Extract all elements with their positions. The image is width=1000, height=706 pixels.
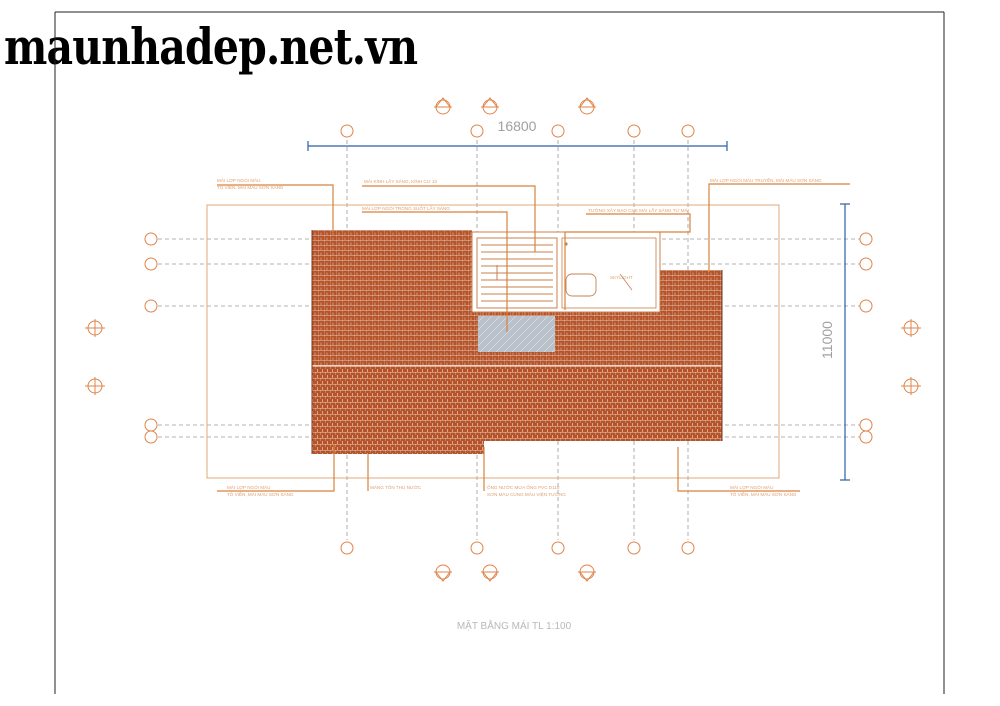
note-top-left-1: MÁI LỢP NGÓI MÀU xyxy=(217,177,260,183)
note-bottom-left-1: MÁI LỢP NGÓI MÀU xyxy=(227,484,270,490)
note-downpipe-1: ỐNG NƯỚC MƯA ỐNG PVC D110 xyxy=(487,484,560,490)
sheet-frame xyxy=(54,11,945,694)
section-markers xyxy=(85,97,921,582)
dimension-vertical: 11000 xyxy=(819,203,850,481)
note-bottom-right-2: TÔ VIỀN, MÀI MÀU SƠN SÁNG xyxy=(730,491,797,497)
building-outline xyxy=(206,204,780,479)
note-top-left-2: TÔ VIỀN, MÀI MÀU SƠN SÁNG xyxy=(217,184,284,190)
dimension-horizontal: 16800 xyxy=(307,118,728,151)
grid-bubbles xyxy=(144,124,873,555)
note-bottom-right-1: MÁI LỢP NGÓI MÀU xyxy=(730,484,773,490)
roof-tiles xyxy=(311,230,723,454)
light-well: SKYLIGHT xyxy=(471,231,661,313)
leader-lines xyxy=(217,183,850,492)
skylight-label: SKYLIGHT xyxy=(610,275,633,280)
note-gutter: MÁNG TÔN THU NƯỚC xyxy=(370,484,422,490)
dimension-height-label: 11000 xyxy=(819,321,835,359)
skylight-glass xyxy=(478,316,555,352)
note-enclosure-wall: TƯỜNG XÂY BAO CHE MÁI LẤY SÁNG TỪ MÁI xyxy=(588,207,689,213)
drawing-title: MẶT BẰNG MÁI TL 1:100 xyxy=(457,619,572,632)
note-top-right: MÁI LỢP NGÓI MÀU TRUYỀN, MÀI MÀU SƠN SÁN… xyxy=(710,177,822,183)
note-bottom-left-2: TÔ VIỀN, MÀI MÀU SƠN SÁNG xyxy=(227,491,294,497)
note-skylight-glass: MÁI KÍNH LẤY SÁNG, KÍNH CƯ 10 xyxy=(364,178,437,184)
note-translucent-tile: MÁI LỢP NGÓI TRONG SUỐT LẤY SÁNG xyxy=(362,205,450,211)
drawing-notes: MÁI LỢP NGÓI MÀU TÔ VIỀN, MÀI MÀU SƠN SÁ… xyxy=(217,177,822,497)
water-tank xyxy=(565,273,597,297)
note-downpipe-2: SƠN MÀU CÙNG MÀU VIỆN TƯỜNG xyxy=(487,490,566,497)
site-watermark: maunhadep.net.vn xyxy=(4,17,418,76)
dimension-width-label: 16800 xyxy=(498,118,537,134)
